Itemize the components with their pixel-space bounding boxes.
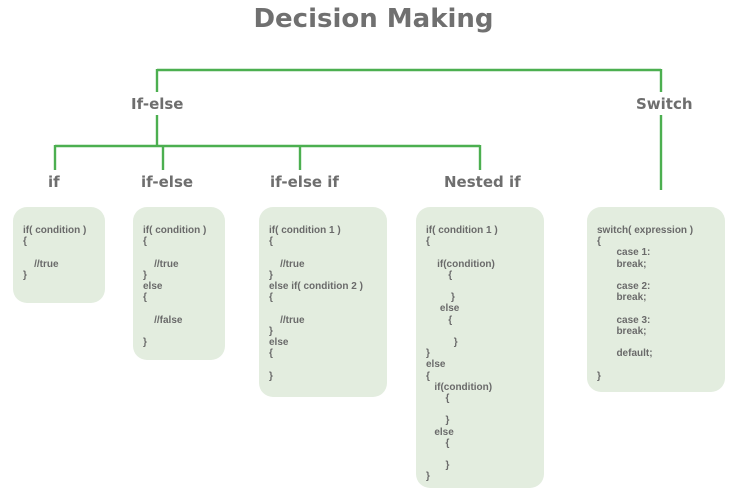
if-code-box: if( condition ) { //true }: [13, 207, 105, 303]
category-switch-label: Switch: [636, 95, 693, 113]
type-if-else-label: if-else: [141, 173, 194, 191]
nested-if-code: if( condition 1 ) { if(condition) { } el…: [426, 225, 498, 483]
if-else-code: if( condition ) { //true } else { //fals…: [143, 225, 207, 349]
if-else-code-box: if( condition ) { //true } else { //fals…: [133, 207, 225, 360]
diagram-title: Decision Making: [253, 4, 494, 34]
category-if-else-label: If-else: [131, 95, 184, 113]
nested-if-code-box: if( condition 1 ) { if(condition) { } el…: [416, 207, 544, 488]
if-code: if( condition ) { //true }: [23, 225, 87, 281]
switch-code-box: switch( expression ) { case 1: break; ca…: [587, 207, 725, 392]
type-if-else-if-label: if-else if: [270, 173, 339, 191]
if-else-if-code-box: if( condition 1 ) { //true } else if( co…: [259, 207, 387, 397]
type-if-label: if: [48, 173, 60, 191]
type-nested-if-label: Nested if: [444, 173, 521, 191]
switch-code: switch( expression ) { case 1: break; ca…: [597, 225, 694, 382]
if-else-if-code: if( condition 1 ) { //true } else if( co…: [269, 225, 363, 382]
